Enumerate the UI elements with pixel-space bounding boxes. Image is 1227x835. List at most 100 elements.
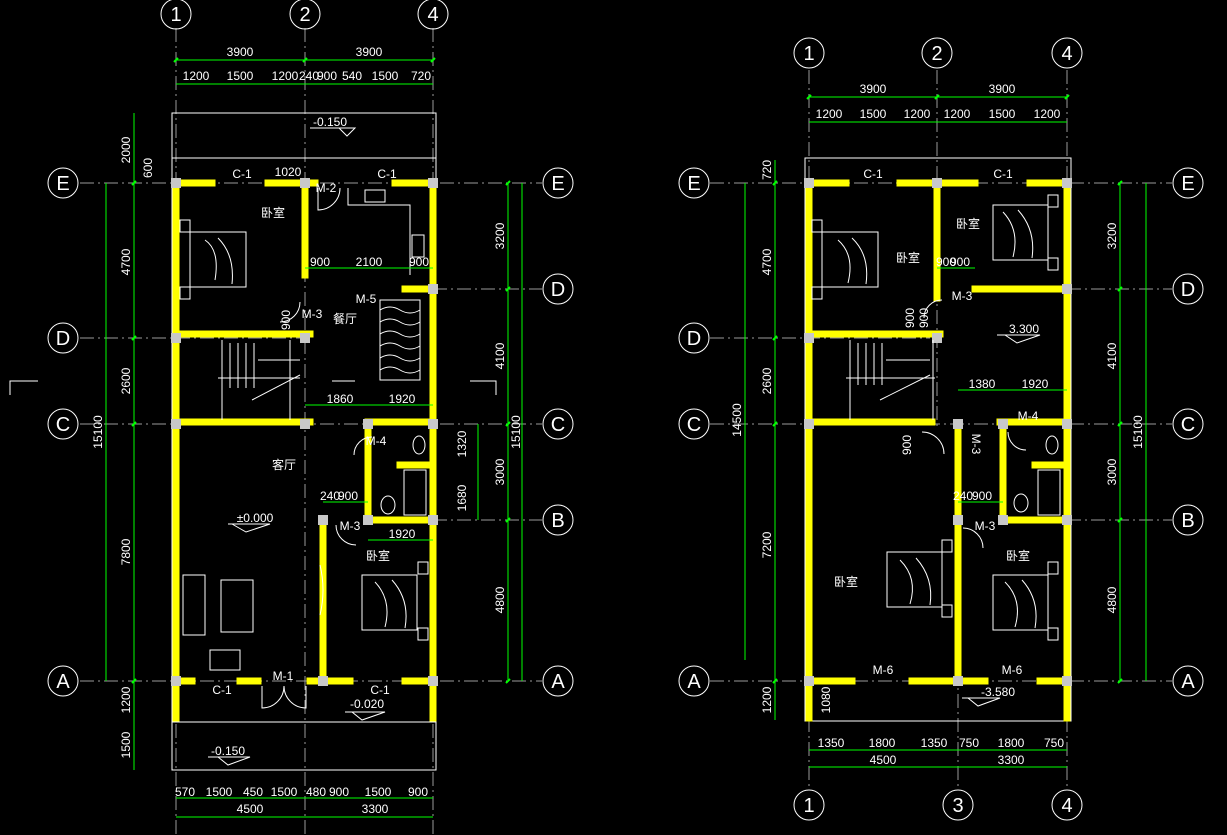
kitchen-counter-icon bbox=[347, 188, 425, 275]
dimension-text: 750 bbox=[1044, 736, 1064, 750]
axis-label: A bbox=[687, 671, 701, 693]
room-name: 卧室 bbox=[366, 548, 390, 563]
dimension-text: 1500 bbox=[119, 731, 133, 758]
door-label: M-5 bbox=[356, 292, 377, 306]
bed-icon bbox=[361, 561, 429, 641]
staircase-icon bbox=[846, 340, 935, 420]
dimension-text: 1350 bbox=[818, 736, 845, 750]
axis-label: E bbox=[687, 173, 700, 195]
dimension-text: 3900 bbox=[356, 45, 383, 59]
dimension-text: 1500 bbox=[227, 69, 254, 83]
axis-label: E bbox=[551, 173, 564, 195]
dimension-text: 3200 bbox=[1105, 222, 1119, 249]
dimension-text: 900 bbox=[972, 489, 992, 503]
axis-label: B bbox=[1181, 510, 1194, 532]
dimension-text: 1350 bbox=[921, 736, 948, 750]
axis-bubble: 4 bbox=[1051, 789, 1083, 821]
dimension-text: 1500 bbox=[365, 785, 392, 799]
columns bbox=[804, 178, 1072, 686]
dimension-text: 900 bbox=[903, 308, 917, 328]
dimension-text: 3300 bbox=[362, 802, 389, 816]
axis-bubble: 1 bbox=[793, 37, 825, 69]
room-name: 卧室 bbox=[261, 205, 285, 220]
dimension-text: 3300 bbox=[998, 753, 1025, 767]
dimension-text: 900 bbox=[917, 308, 931, 328]
dimension-text: 2600 bbox=[760, 367, 774, 394]
room-name: 卧室 bbox=[896, 250, 920, 265]
toilet-icon bbox=[1013, 435, 1061, 516]
dimension-text: 15100 bbox=[509, 415, 523, 449]
dimension-text: 240 bbox=[953, 489, 973, 503]
right-floor-plan: 1 2 4 1 3 4 E D C A E D C B A 3900 3900 … bbox=[678, 37, 1204, 821]
dimension-text: 1920 bbox=[389, 527, 416, 541]
axis-bubble: 4 bbox=[417, 0, 449, 30]
sofa-icon bbox=[182, 574, 254, 671]
dimension-text: 900 bbox=[279, 310, 293, 330]
axis-bubble: 1 bbox=[160, 0, 192, 30]
dimension-right: 3200 4100 3000 4800 15100 bbox=[1105, 180, 1147, 684]
dimension-text: 750 bbox=[959, 736, 979, 750]
dimension-text: 3200 bbox=[493, 222, 507, 249]
axis-label: C bbox=[687, 414, 701, 436]
axis-label: D bbox=[56, 328, 70, 350]
axis-label: 1 bbox=[803, 795, 814, 817]
dimension-text: 540 bbox=[342, 69, 362, 83]
window-label: C-1 bbox=[863, 167, 883, 181]
door-label: M-4 bbox=[366, 434, 387, 448]
axis-bubble: D bbox=[678, 322, 710, 354]
dimension-text: 1860 bbox=[327, 392, 354, 406]
toilet-icon bbox=[380, 435, 427, 516]
axis-bubble: B bbox=[1172, 504, 1204, 536]
bed-icon bbox=[179, 219, 247, 300]
level-text: ±0.000 bbox=[237, 511, 274, 525]
axis-bubble: E bbox=[1172, 167, 1204, 199]
door-label: M-6 bbox=[873, 663, 894, 677]
door-label: M-3 bbox=[952, 289, 973, 303]
dimension-text: 1200 bbox=[119, 686, 133, 713]
dimension-text: 15100 bbox=[91, 415, 105, 449]
door-swing-icon bbox=[921, 299, 1027, 549]
dimension-top: 3900 3900 1200 1500 1200 1200 1500 1200 bbox=[806, 82, 1070, 123]
slab-outline bbox=[804, 157, 1072, 722]
dining-table-icon bbox=[379, 299, 421, 381]
walls bbox=[172, 179, 437, 722]
dimension-text: 720 bbox=[411, 69, 431, 83]
axis-bubble: C bbox=[542, 408, 574, 440]
axis-bubble: E bbox=[47, 167, 79, 199]
room-name: 餐厅 bbox=[333, 311, 357, 326]
axis-label: E bbox=[56, 173, 69, 195]
columns bbox=[171, 178, 438, 686]
dimension-bottom: 570 1500 450 1500 480 900 1500 900 4500 … bbox=[175, 785, 433, 818]
door-label: M-4 bbox=[1018, 409, 1039, 423]
dimension-text: 1080 bbox=[819, 686, 833, 713]
dimension-text: 240 bbox=[299, 69, 319, 83]
axis-label: D bbox=[1181, 279, 1195, 301]
dimension-text: 1920 bbox=[1022, 377, 1049, 391]
dimension-text: 4500 bbox=[237, 802, 264, 816]
room-name: 卧室 bbox=[834, 574, 858, 589]
axis-label: 4 bbox=[1061, 795, 1072, 817]
window-label: C-1 bbox=[212, 683, 232, 697]
window-label: C-1 bbox=[370, 683, 390, 697]
axis-bubble: 4 bbox=[1051, 37, 1083, 69]
dimension-text: 1200 bbox=[760, 686, 774, 713]
dimension-text: 1200 bbox=[816, 107, 843, 121]
dimension-text: 1200 bbox=[183, 69, 210, 83]
dimension-text: 600 bbox=[141, 158, 155, 178]
axis-bubble: C bbox=[678, 408, 710, 440]
dimension-text: 900 bbox=[950, 255, 970, 269]
axis-label: D bbox=[551, 279, 565, 301]
window-label: C-1 bbox=[232, 167, 252, 181]
dimension-text: 1920 bbox=[389, 392, 416, 406]
door-label: M-3 bbox=[302, 307, 323, 321]
dimension-text: 3900 bbox=[989, 82, 1016, 96]
axis-label: A bbox=[551, 671, 565, 693]
dimension-text: 1500 bbox=[372, 69, 399, 83]
dimension-left: 2000 600 4700 2600 7800 1200 1500 15100 bbox=[91, 113, 155, 770]
dimension-text: 4100 bbox=[1105, 342, 1119, 369]
level-text: -0.150 bbox=[211, 744, 245, 758]
axis-bubble: B bbox=[542, 504, 574, 536]
axis-label: 2 bbox=[931, 43, 942, 65]
door-label: M-6 bbox=[1002, 663, 1023, 677]
dimension-text: 900 bbox=[900, 435, 914, 455]
